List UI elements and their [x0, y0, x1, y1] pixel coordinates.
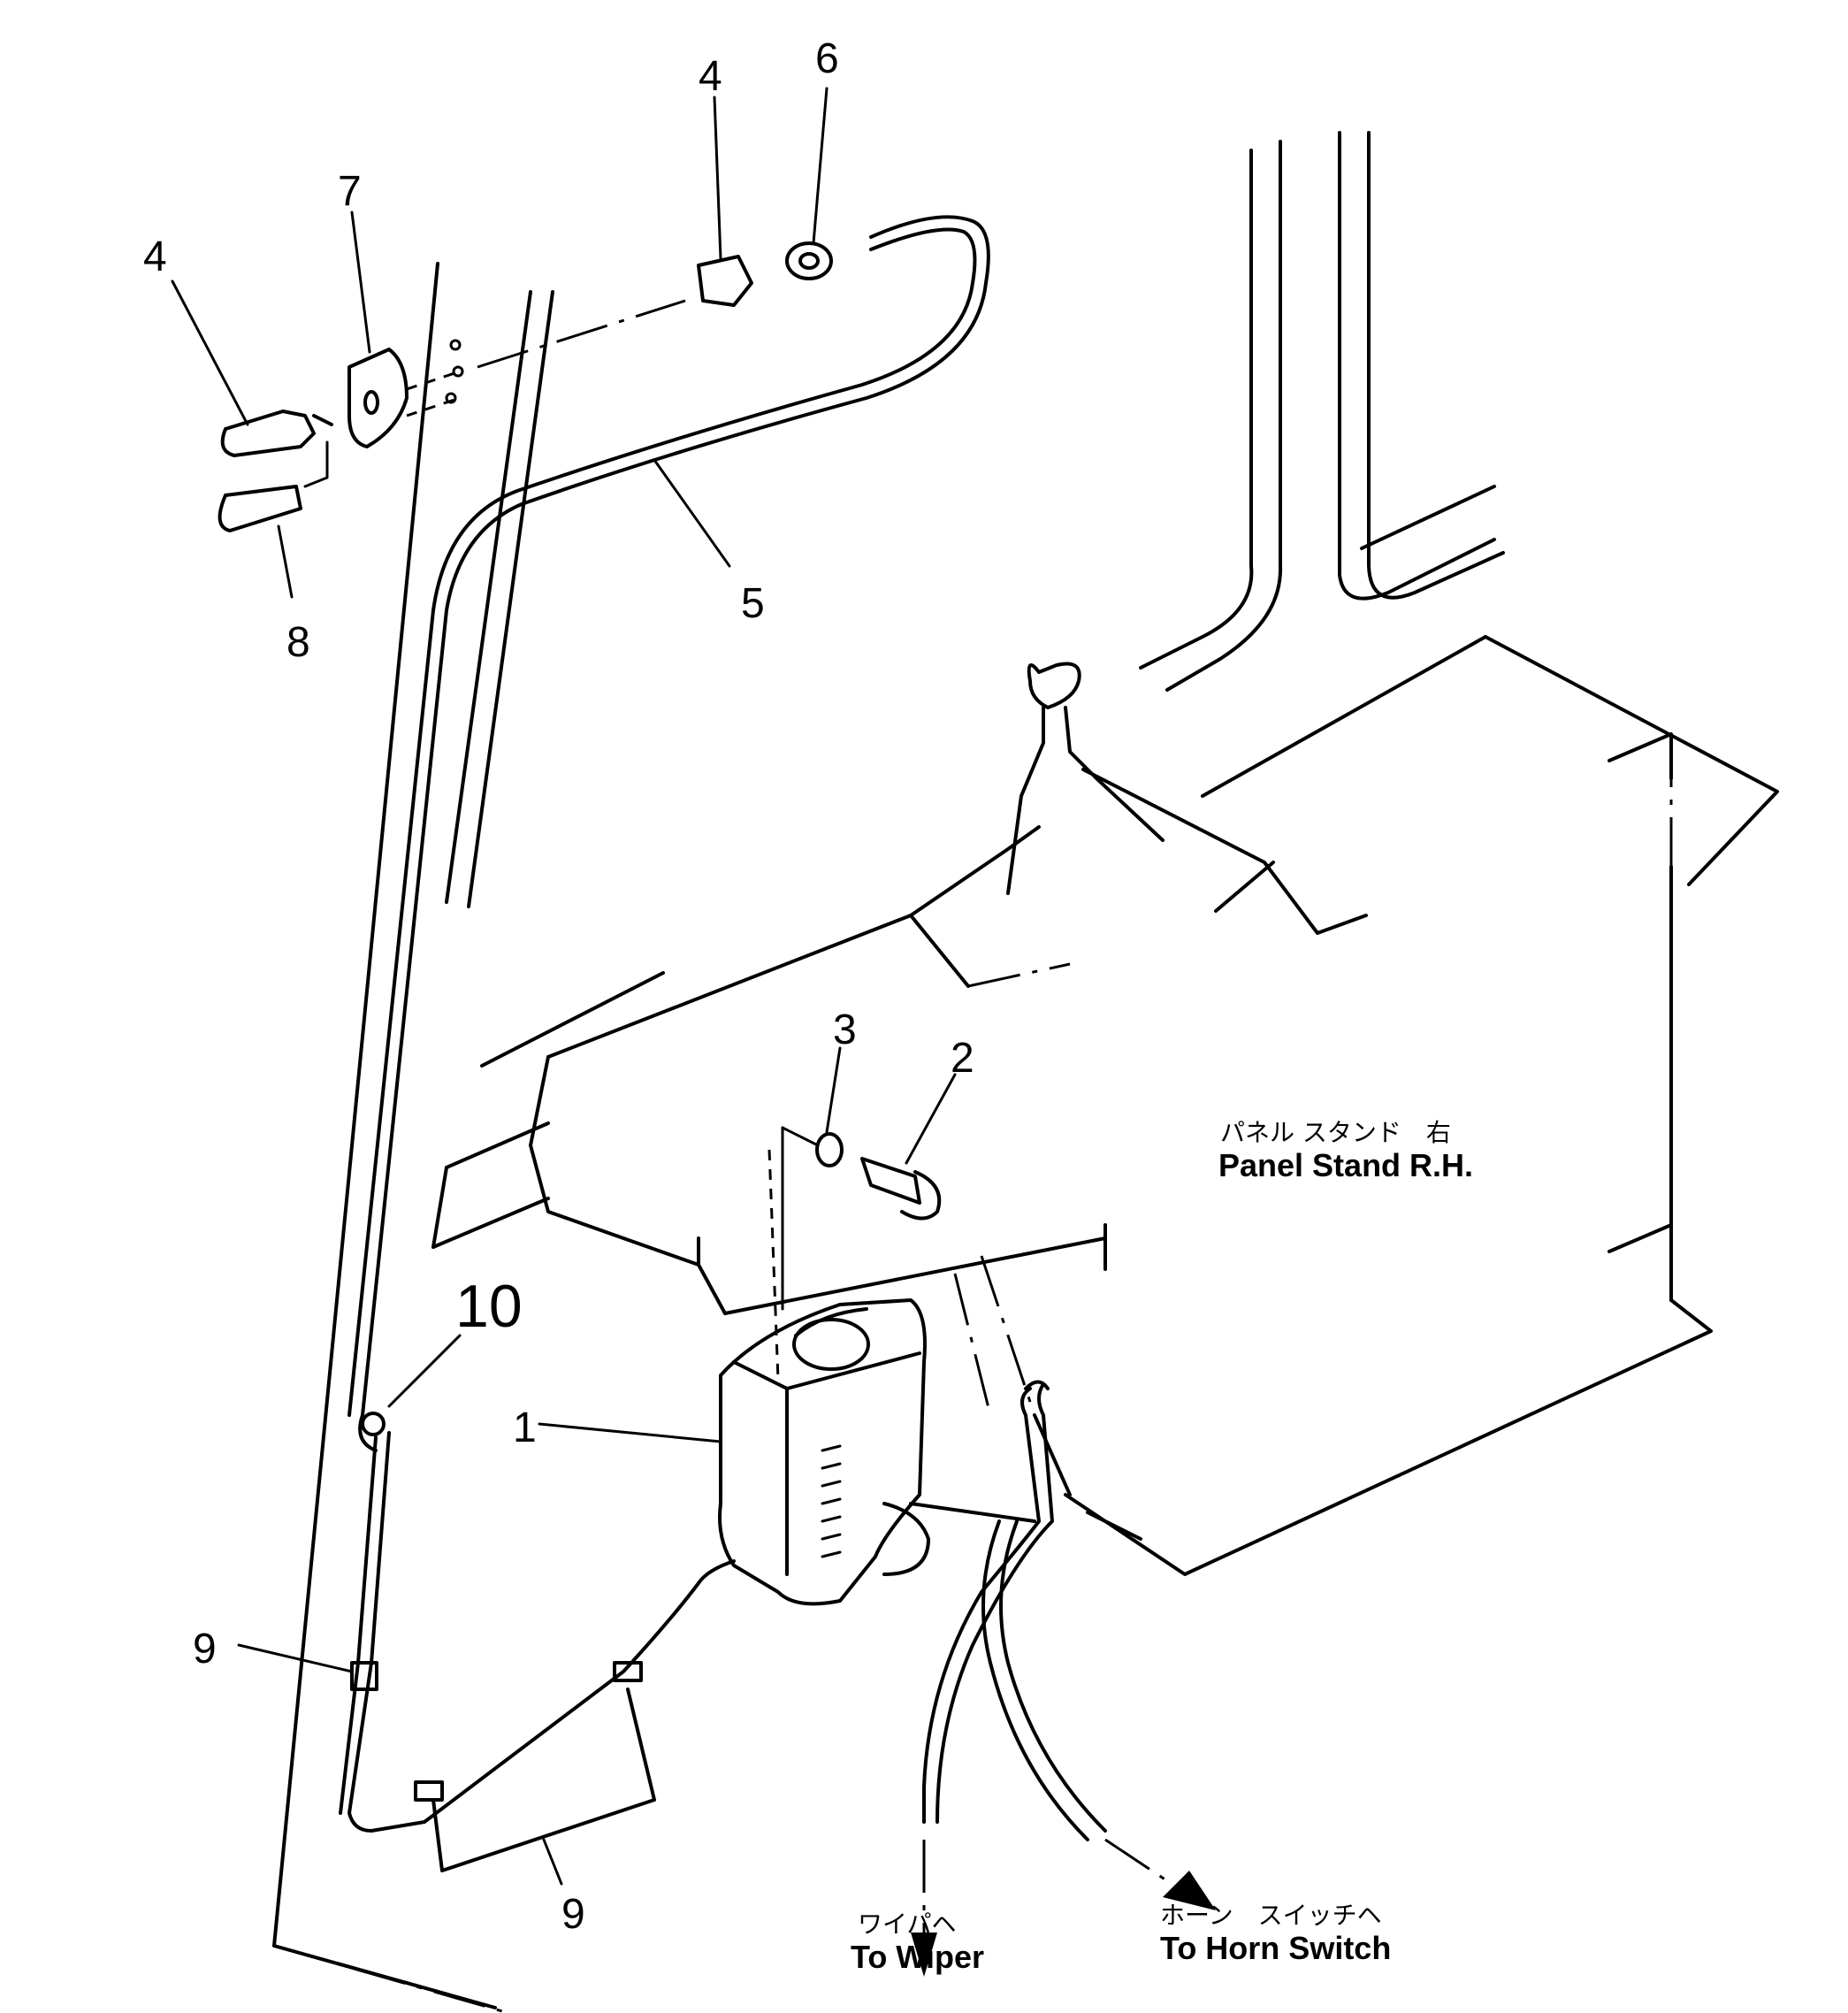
- washer-hose: [339, 215, 990, 1833]
- hose-joint-10: [361, 1412, 386, 1436]
- wiper-label-en: To Wiper: [851, 1939, 984, 1975]
- callout-3: 3: [833, 1006, 857, 1053]
- control-lever: [1006, 662, 1368, 935]
- callout-2: 2: [951, 1035, 974, 1082]
- leader-lines: [171, 87, 957, 1886]
- wiper-label-jp: ワイパヘ: [858, 1910, 956, 1939]
- horn-arrowhead: [1163, 1871, 1216, 1910]
- wiper-arrowhead: [911, 1933, 937, 1977]
- callout-8: 8: [286, 619, 310, 666]
- callout-5: 5: [741, 580, 765, 627]
- panel-stand-label-en: Panel Stand R.H.: [1218, 1147, 1473, 1183]
- wiring-harness: [911, 1380, 1216, 1977]
- horn-label-jp: ホーン スイッチヘ: [1160, 1901, 1382, 1930]
- hose-clamps: [350, 1661, 656, 1872]
- callout-6: 6: [815, 35, 839, 82]
- callout-4-left: 4: [143, 233, 167, 280]
- nozzle-parts: [218, 241, 833, 532]
- console-block: [431, 825, 1107, 1496]
- callout-10: 10: [455, 1273, 523, 1340]
- callout-9-left: 9: [193, 1626, 217, 1672]
- panel-stand-body: [1064, 131, 1779, 1576]
- callout-9-bottom: 9: [561, 1891, 585, 1938]
- cab-pillar: [272, 262, 554, 2013]
- callout-1: 1: [513, 1405, 537, 1451]
- panel-stand-label-jp: パネル スタンド 右: [1220, 1118, 1451, 1147]
- callout-4-top: 4: [699, 53, 722, 100]
- callout-7: 7: [338, 168, 362, 215]
- bolt-2-washer-3: [781, 1126, 942, 1311]
- washer-tank: [718, 1149, 1036, 1606]
- horn-label-en: To Horn Switch: [1160, 1930, 1391, 1966]
